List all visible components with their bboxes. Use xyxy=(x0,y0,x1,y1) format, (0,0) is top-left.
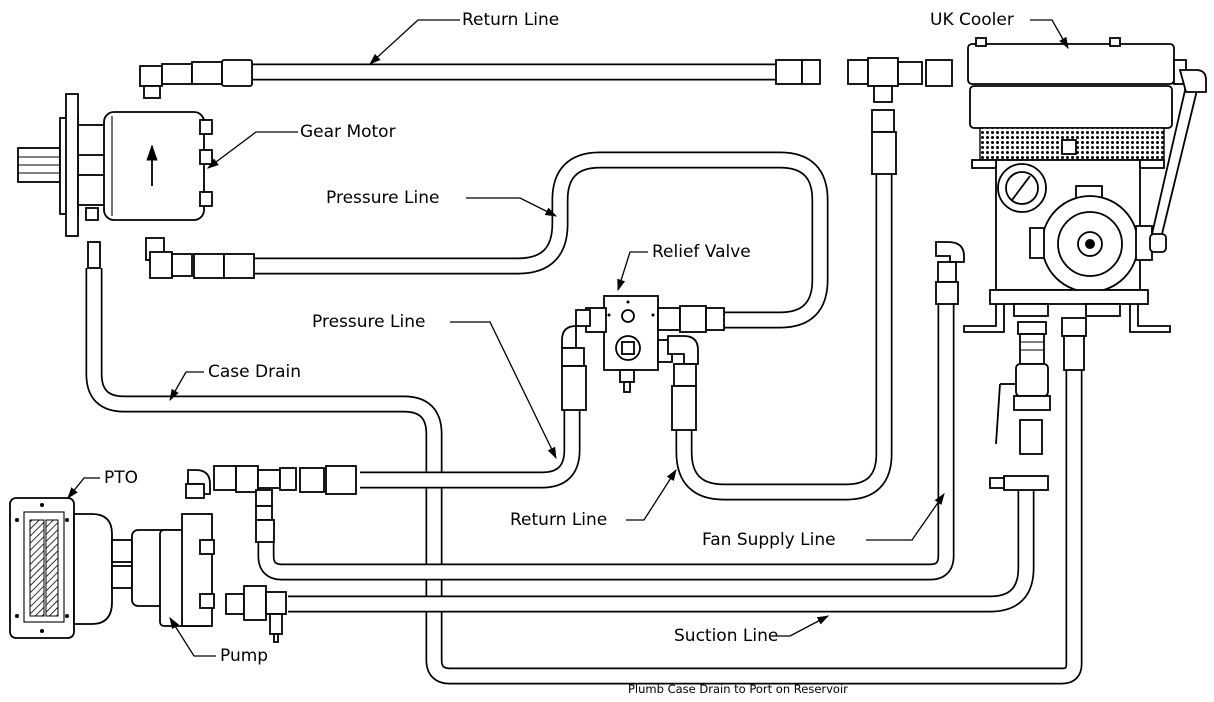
gear-motor-top-fitting xyxy=(139,59,253,99)
pto-label: PTO xyxy=(104,468,139,488)
uk-cooler xyxy=(963,37,1207,333)
fan-supply-elbow-fitting xyxy=(935,241,965,305)
leader-lines xyxy=(67,19,1069,657)
suction-line-label: Suction Line xyxy=(674,626,779,646)
case-drain-hose xyxy=(85,268,1083,685)
pump-label: Pump xyxy=(220,646,269,666)
gear-motor xyxy=(17,93,213,237)
pump-suction-fitting xyxy=(225,585,287,643)
pressure-line-lower-hose xyxy=(360,408,581,489)
case-drain-label: Case Drain xyxy=(208,362,302,382)
gear-motor-label: Gear Motor xyxy=(300,122,396,142)
pressure-line-mid-label: Pressure Line xyxy=(312,312,426,332)
gear-motor-case-drain-fitting xyxy=(85,207,101,269)
cooler-suction-port-fittings xyxy=(989,321,1051,491)
return-line-top-label: Return Line xyxy=(462,10,560,30)
pto xyxy=(9,497,113,639)
relief-valve xyxy=(561,295,725,431)
uk-cooler-label: UK Cooler xyxy=(930,10,1014,30)
suction-hose xyxy=(288,490,1035,613)
pump-tee-fitting xyxy=(185,465,357,543)
fan-supply-line-label: Fan Supply Line xyxy=(702,530,836,550)
tee-fitting-top xyxy=(847,57,953,175)
case-drain-note: Plumb Case Drain to Port on Reservoir xyxy=(628,682,848,696)
pump xyxy=(111,513,215,627)
relief-valve-label: Relief Valve xyxy=(652,242,751,262)
cooler-case-drain-fitting xyxy=(1061,317,1087,371)
pressure-line-top-label: Pressure Line xyxy=(326,188,440,208)
pressure-line-upper-hose xyxy=(252,151,829,329)
return-line-lower-hose xyxy=(675,175,893,501)
return-line-bottom-label: Return Line xyxy=(510,510,608,530)
gear-motor-pressure-fitting xyxy=(145,237,255,279)
fan-supply-hose xyxy=(257,300,955,581)
return-line-top-crimp xyxy=(775,59,821,85)
